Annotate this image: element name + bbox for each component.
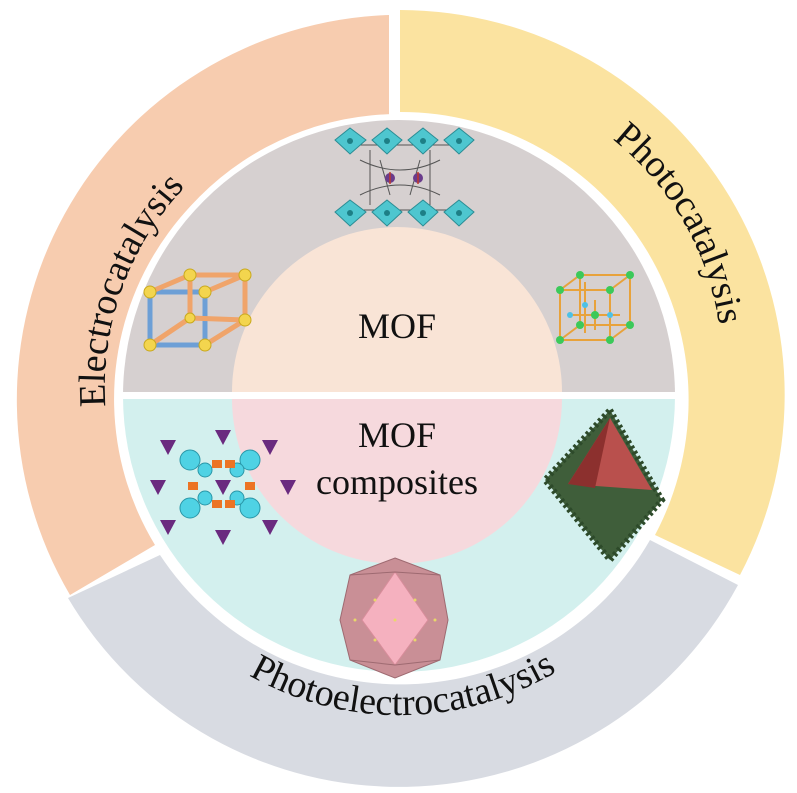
coated-octahedron-illustration <box>541 404 666 565</box>
polyhedral-composite-illustration <box>150 430 296 545</box>
mof-center-half <box>232 227 562 392</box>
green-node-lattice-illustration <box>556 271 634 344</box>
electrocatalysis-segment <box>16 15 389 595</box>
cluster-framework-illustration <box>334 127 475 227</box>
rhombic-dodecahedron-illustration <box>339 557 449 679</box>
photoelectrocatalysis-segment <box>68 540 738 787</box>
photocatalysis-segment <box>400 10 785 575</box>
mof-label: MOF <box>358 306 436 346</box>
composites-center-half <box>232 399 562 564</box>
mof-composites-label-line2: composites <box>316 462 478 502</box>
mof-composites-label-line1: MOF <box>358 415 436 455</box>
disc-divider <box>123 392 675 399</box>
cubic-lattice-illustration <box>143 268 252 352</box>
